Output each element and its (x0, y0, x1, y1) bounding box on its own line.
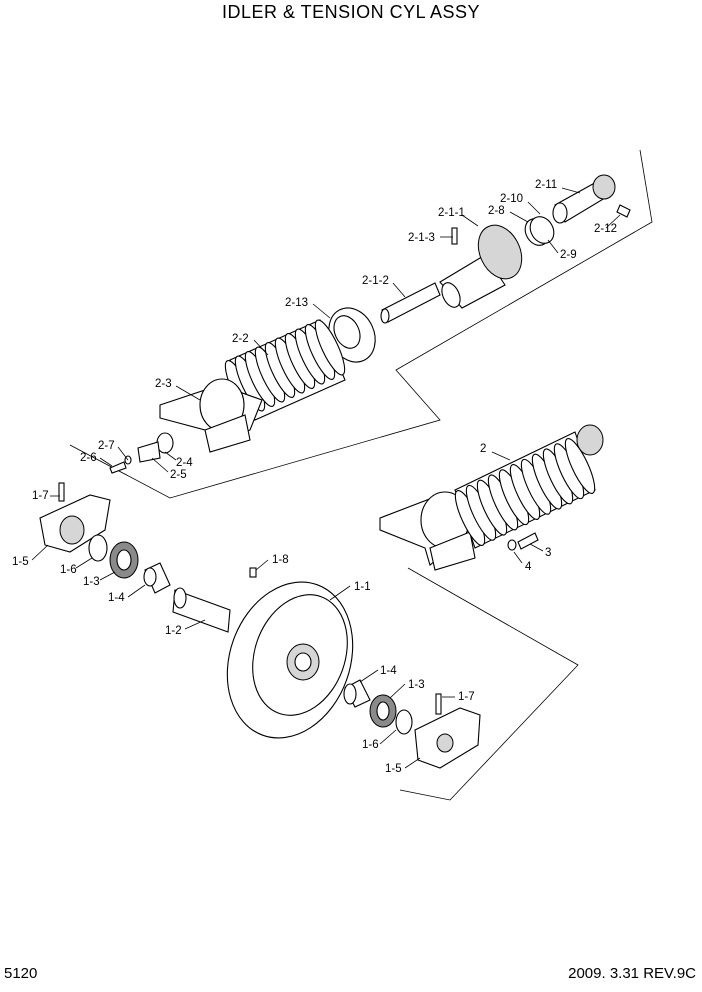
group-boundary-lines (69, 149, 653, 801)
label-2-13: 2-13 (285, 297, 308, 309)
o-ring-1-6-right (395, 709, 413, 735)
label-1-3-left: 1-3 (83, 576, 100, 588)
label-2-2: 2-2 (232, 333, 249, 345)
label-2-3: 2-3 (155, 378, 172, 390)
threaded-rod-2-1-2 (380, 282, 441, 324)
label-1-6-right: 1-6 (362, 739, 379, 751)
label-4: 4 (525, 561, 532, 573)
seal-1-3-left (109, 541, 139, 579)
label-2-1-3: 2-1-3 (408, 232, 435, 244)
seal-1-3-right (369, 694, 397, 728)
label-2-12: 2-12 (594, 223, 617, 235)
callout-labels: 2-11 2-10 2-8 2-1-1 2-1-3 2-12 2-9 2-1-2… (12, 179, 617, 775)
label-1-8: 1-8 (272, 554, 289, 566)
label-2-5: 2-5 (170, 469, 187, 481)
bushing-1-4-left (143, 562, 171, 594)
shaft-1-2 (172, 587, 231, 633)
small-parts-2-4-to-2-7 (109, 432, 174, 474)
label-2-11: 2-11 (535, 179, 557, 191)
label-1-7-right: 1-7 (458, 691, 475, 703)
label-1-7-left: 1-7 (32, 490, 49, 502)
label-2-10: 2-10 (500, 193, 523, 205)
yoke-2-3 (159, 378, 263, 453)
page-number: 5120 (4, 965, 38, 982)
label-2-1-1: 2-1-1 (438, 207, 465, 219)
spring-coil (314, 319, 346, 376)
tension-cylinder-2 (379, 424, 604, 571)
o-ring-1-6-left (88, 534, 108, 562)
label-1-4-left: 1-4 (108, 592, 125, 604)
label-3: 3 (545, 547, 551, 559)
rod-2-1-1 (439, 224, 523, 309)
label-1-4-right: 1-4 (380, 665, 397, 677)
label-2-7: 2-7 (98, 440, 115, 452)
revision-date: 2009. 3.31 REV.9C (568, 965, 696, 982)
pin-2-11 (552, 174, 631, 224)
label-2-9: 2-9 (560, 249, 577, 261)
label-1-3-right: 1-3 (408, 679, 425, 691)
leader-lines (31, 187, 621, 769)
label-2-8: 2-8 (488, 205, 505, 217)
label-2-6: 2-6 (80, 452, 97, 464)
label-2-4: 2-4 (176, 457, 193, 469)
label-1-6-left: 1-6 (60, 564, 77, 576)
label-1-5-right: 1-5 (385, 763, 402, 775)
bushing-1-4-right (343, 679, 371, 708)
label-1-1: 1-1 (354, 581, 371, 593)
label-1-5-left: 1-5 (12, 556, 29, 568)
bracket-1-5-right (414, 693, 481, 769)
spring-coil (564, 438, 596, 494)
page-title: IDLER & TENSION CYL ASSY (221, 2, 481, 22)
bolt-3-washer-4 (507, 532, 539, 551)
label-2: 2 (480, 443, 486, 455)
idler-wheel-1-1 (226, 567, 354, 739)
label-1-2: 1-2 (165, 625, 182, 637)
o-rings-2-8-2-10 (524, 216, 555, 246)
label-2-1-2: 2-1-2 (362, 275, 389, 287)
